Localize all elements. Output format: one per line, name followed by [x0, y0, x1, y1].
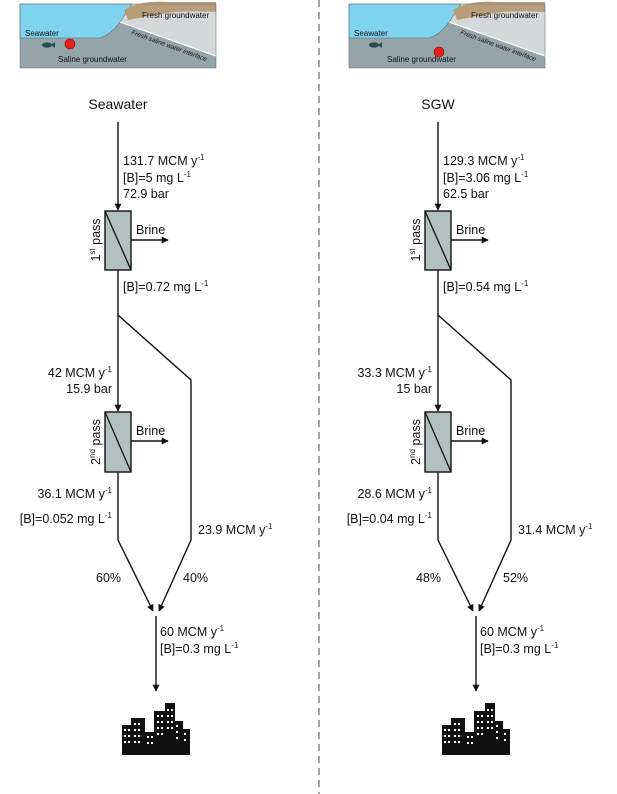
city-skyline-icon — [122, 703, 190, 755]
second-pass-membrane — [424, 411, 452, 473]
first-pass-permeate-boron: [B]=0.72 mg L-1 — [123, 279, 209, 294]
first-pass-brine: Brine — [456, 223, 485, 237]
first-pass-membrane — [424, 210, 452, 271]
intake-marker — [433, 46, 445, 58]
inset-fresh-groundwater-label: Fresh groundwater — [142, 11, 209, 20]
feed-boron: [B]=5 mg L-1 — [123, 170, 191, 185]
fish-icon — [42, 42, 55, 48]
bypass-flow: 31.4 MCM y-1 — [518, 522, 593, 537]
first-pass-permeate-boron: [B]=0.54 mg L-1 — [443, 279, 529, 294]
second-pass-brine: Brine — [136, 424, 165, 438]
panel-saline-groundwater: Seawater Fresh groundwater Fresh saline … — [347, 1, 593, 755]
fish-icon — [369, 42, 382, 48]
feed-pressure: 62.5 bar — [443, 187, 489, 201]
blend-right-percent: 40% — [183, 571, 208, 585]
second-pass-membrane — [104, 411, 132, 473]
intake-marker — [64, 38, 76, 50]
feed-flow: 131.7 MCM y-1 — [123, 153, 205, 168]
second-pass-out-flow: 28.6 MCM y-1 — [357, 486, 432, 501]
product-boron: [B]=0.3 mg L-1 — [480, 641, 559, 656]
inset-seawater-label: Seawater — [354, 29, 388, 38]
inset-saline-groundwater-label: Saline groundwater — [387, 55, 456, 64]
second-pass-feed-pressure: 15 bar — [397, 382, 432, 396]
second-pass-label: 2nd pass — [408, 419, 423, 465]
feed-pressure: 72.9 bar — [123, 187, 169, 201]
second-pass-out-boron: [B]=0.04 mg L-1 — [347, 511, 433, 526]
source-label: SGW — [421, 96, 455, 112]
first-pass-membrane — [104, 210, 132, 271]
source-label: Seawater — [88, 96, 147, 112]
blend-left-percent: 60% — [96, 571, 121, 585]
feed-boron: [B]=3.06 mg L-1 — [443, 170, 529, 185]
second-pass-feed-pressure: 15.9 bar — [66, 382, 112, 396]
product-flow: 60 MCM y-1 — [160, 624, 225, 639]
blend-right-percent: 52% — [503, 571, 528, 585]
feed-flow: 129.3 MCM y-1 — [443, 153, 525, 168]
city-skyline-icon — [442, 703, 510, 755]
inset-seawater-label: Seawater — [25, 29, 59, 38]
second-pass-out-flow: 36.1 MCM y-1 — [37, 486, 112, 501]
inset-hydrogeology: Seawater Fresh groundwater Fresh saline … — [19, 1, 217, 69]
second-pass-feed-flow: 33.3 MCM y-1 — [357, 365, 432, 380]
second-pass-feed-flow: 42 MCM y-1 — [48, 365, 113, 380]
inset-hydrogeology: Seawater Fresh groundwater Fresh saline … — [348, 1, 546, 69]
panel-seawater: Seawater Fresh groundwater Fresh saline … — [19, 1, 273, 755]
first-pass-label: 1st pass — [408, 218, 423, 261]
product-flow: 60 MCM y-1 — [480, 624, 545, 639]
blend-left-percent: 48% — [416, 571, 441, 585]
first-pass-label: 1st pass — [88, 218, 103, 261]
second-pass-label: 2nd pass — [88, 419, 103, 465]
second-pass-brine: Brine — [456, 424, 485, 438]
inset-saline-groundwater-label: Saline groundwater — [58, 55, 127, 64]
second-pass-out-boron: [B]=0.052 mg L-1 — [20, 511, 113, 526]
first-pass-brine: Brine — [136, 223, 165, 237]
inset-fresh-groundwater-label: Fresh groundwater — [471, 11, 538, 20]
product-boron: [B]=0.3 mg L-1 — [160, 641, 239, 656]
bypass-flow: 23.9 MCM y-1 — [198, 522, 273, 537]
